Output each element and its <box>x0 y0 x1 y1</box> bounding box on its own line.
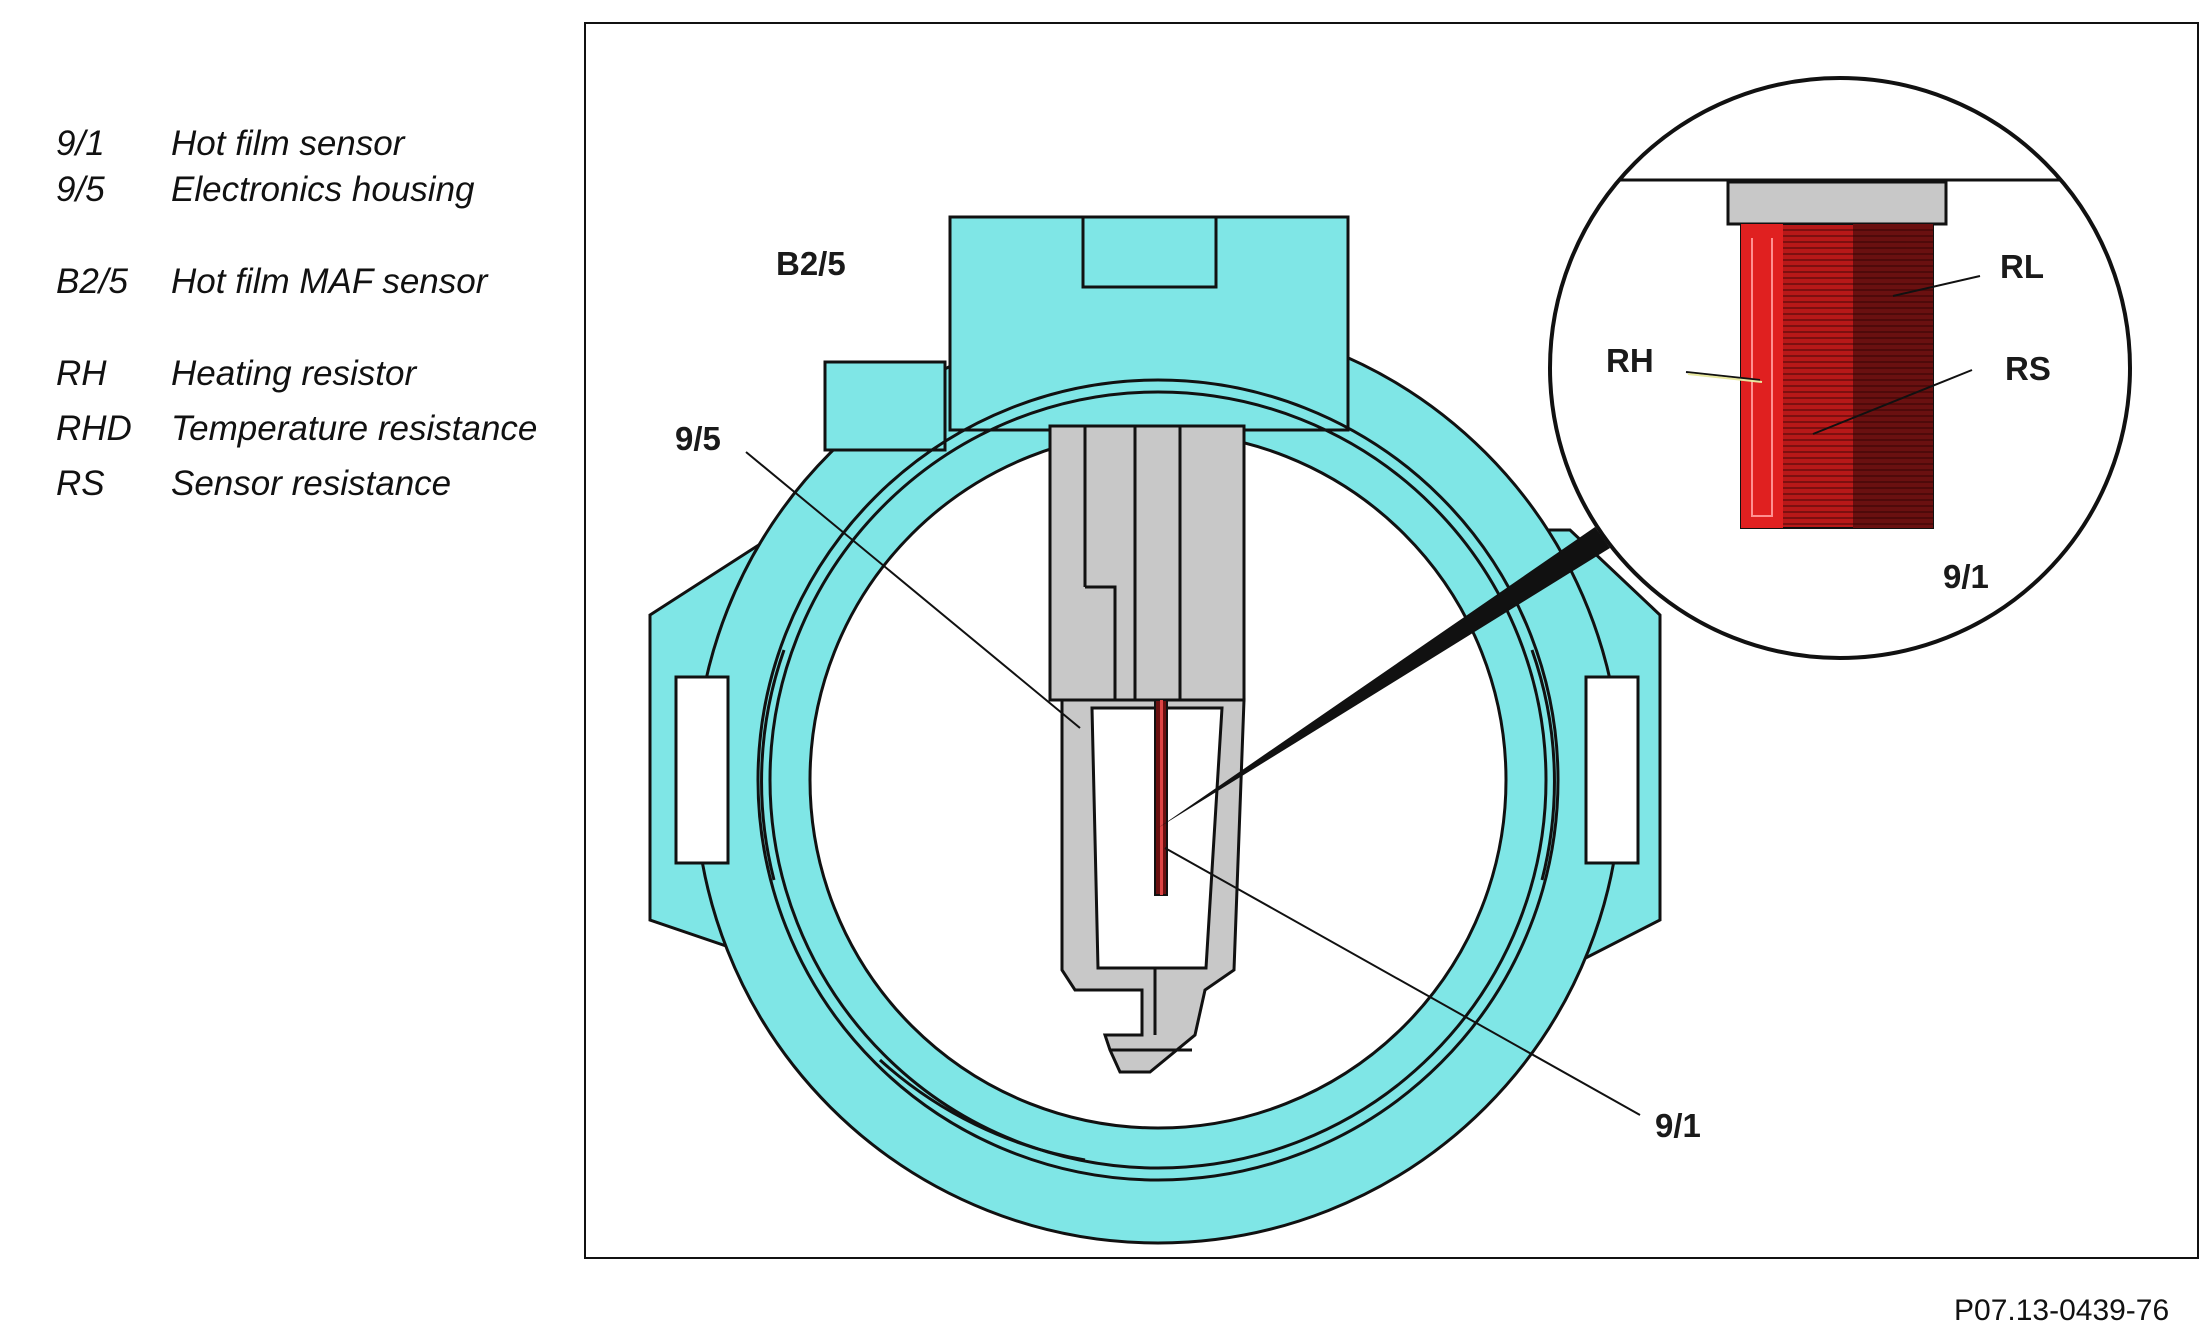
connector-shoulder <box>823 360 947 452</box>
legend-description: Temperature resistance <box>171 409 538 448</box>
body-ring-lines <box>756 378 1560 1182</box>
main-leader-lines <box>745 451 1641 1116</box>
legend-description: Sensor resistance <box>171 464 452 503</box>
label-9-1: 9/1 <box>1655 1107 1701 1144</box>
label-9-5: 9/5 <box>675 420 721 457</box>
legend-code: 9/5 <box>56 170 105 209</box>
legend-code: RH <box>56 354 107 393</box>
magnifier-wedge <box>1158 527 1610 828</box>
label-inset-9-1: 9/1 <box>1943 558 1989 595</box>
mount-slot-left <box>674 675 730 865</box>
label-b2-5: B2/5 <box>776 245 846 282</box>
figure-id: P07.13-0439-76 <box>1954 1294 2170 1327</box>
legend-description: Electronics housing <box>171 170 475 209</box>
hot-film-highlight <box>1160 700 1163 895</box>
legend-code: RHD <box>56 409 132 448</box>
connector-tab <box>1081 215 1218 289</box>
legend-code: B2/5 <box>56 262 128 301</box>
figure-frame <box>584 22 2199 1259</box>
legend-code: RS <box>56 464 105 503</box>
legend-description: Hot film sensor <box>171 124 405 163</box>
mount-slot-right <box>1584 675 1640 865</box>
legend-description: Heating resistor <box>171 354 417 393</box>
magnified-inset <box>1548 76 2132 660</box>
label-rh: RH <box>1606 342 1654 379</box>
legend-description: Hot film MAF sensor <box>171 262 488 301</box>
label-rs: RS <box>2005 350 2051 387</box>
electronics-housing <box>1048 424 1246 1074</box>
label-rl: RL <box>2000 248 2044 285</box>
legend-code: 9/1 <box>56 124 105 163</box>
